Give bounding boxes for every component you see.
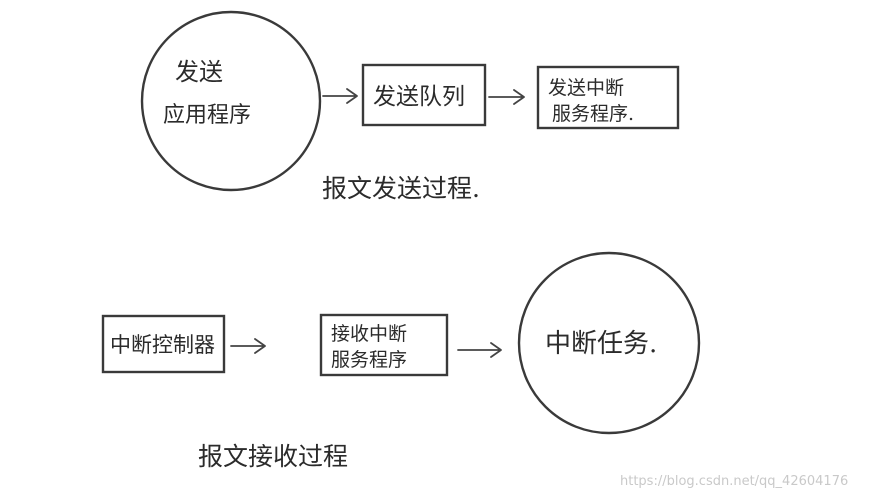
receive-flow: 中断控制器 接收中断 服务程序 中断任务. 报文接收过程 bbox=[101, 251, 701, 471]
arrow-app-to-queue bbox=[322, 88, 358, 104]
receive-isr-node bbox=[319, 313, 449, 377]
send-isr-node bbox=[536, 65, 680, 130]
send-isr-label-line1: 发送中断 bbox=[548, 77, 624, 99]
receive-flow-caption: 报文接收过程 bbox=[198, 442, 348, 471]
send-isr-label-line2: 服务程序. bbox=[552, 103, 634, 125]
send-application-node bbox=[140, 10, 322, 192]
send-flow-caption: 报文发送过程. bbox=[322, 174, 480, 203]
receive-isr-label-line1: 接收中断 bbox=[331, 323, 407, 345]
receive-isr-label-line2: 服务程序 bbox=[331, 349, 407, 371]
interrupt-controller-node bbox=[101, 314, 226, 374]
send-application-label-line2: 应用程序 bbox=[163, 103, 251, 128]
interrupt-task-label: 中断任务. bbox=[545, 329, 657, 359]
arrow-queue-to-isr bbox=[488, 89, 525, 105]
send-queue-node bbox=[361, 63, 487, 127]
send-queue-label: 发送队列 bbox=[373, 84, 465, 110]
send-flow: 发送 应用程序 发送队列 发送中断 服务程序. 报文发送过程. bbox=[140, 10, 680, 203]
arrow-controller-to-isr bbox=[230, 338, 266, 354]
send-application-label-line1: 发送 bbox=[175, 58, 223, 86]
interrupt-controller-label: 中断控制器 bbox=[110, 333, 215, 357]
arrow-isr-to-task bbox=[457, 342, 502, 358]
interrupt-task-node bbox=[517, 251, 701, 435]
watermark-text: https://blog.csdn.net/qq_42604176 bbox=[620, 474, 848, 489]
